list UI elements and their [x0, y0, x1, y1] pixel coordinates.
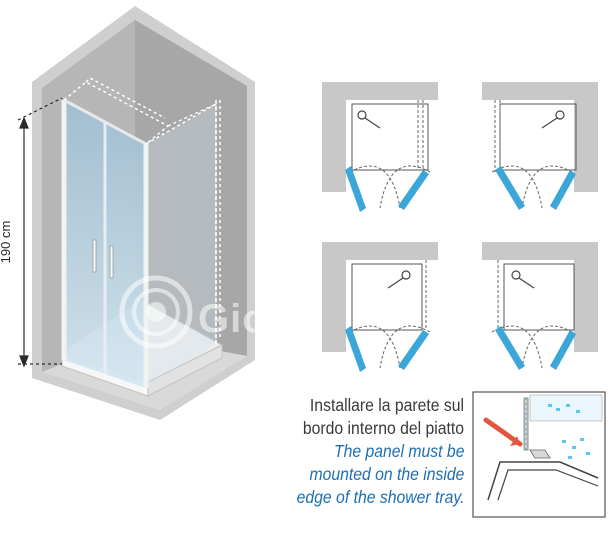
enclosure-illustration: 190 cm [0, 6, 255, 420]
handle-right [109, 245, 114, 279]
right-back-wall [135, 20, 247, 356]
caption-italian: Installare la parete sul bordo interno d… [303, 394, 464, 440]
plan-view-1 [322, 82, 438, 212]
dashed-outline [63, 77, 221, 344]
caption-english-line-1: The panel must be [333, 441, 464, 461]
caption-english-line-2: mounted on the inside [309, 464, 464, 484]
caption-english-line-3: edge of the shower tray. [296, 487, 464, 507]
height-label: 190 cm [0, 221, 13, 264]
watermark: Giordano Shop [119, 275, 499, 349]
plan-view-2 [482, 82, 598, 210]
shower-tray-side [147, 344, 223, 397]
handle-left [92, 239, 97, 273]
plan-view-4 [482, 242, 598, 370]
plan-view-3 [322, 242, 438, 372]
height-dimension [17, 97, 63, 368]
caption-italian-line-1: Installare la parete sul [309, 395, 464, 415]
caption-italian-line-2: bordo interno del piatto [302, 418, 464, 438]
caption-english: The panel must be mounted on the inside … [296, 440, 464, 509]
installation-detail [472, 391, 606, 518]
